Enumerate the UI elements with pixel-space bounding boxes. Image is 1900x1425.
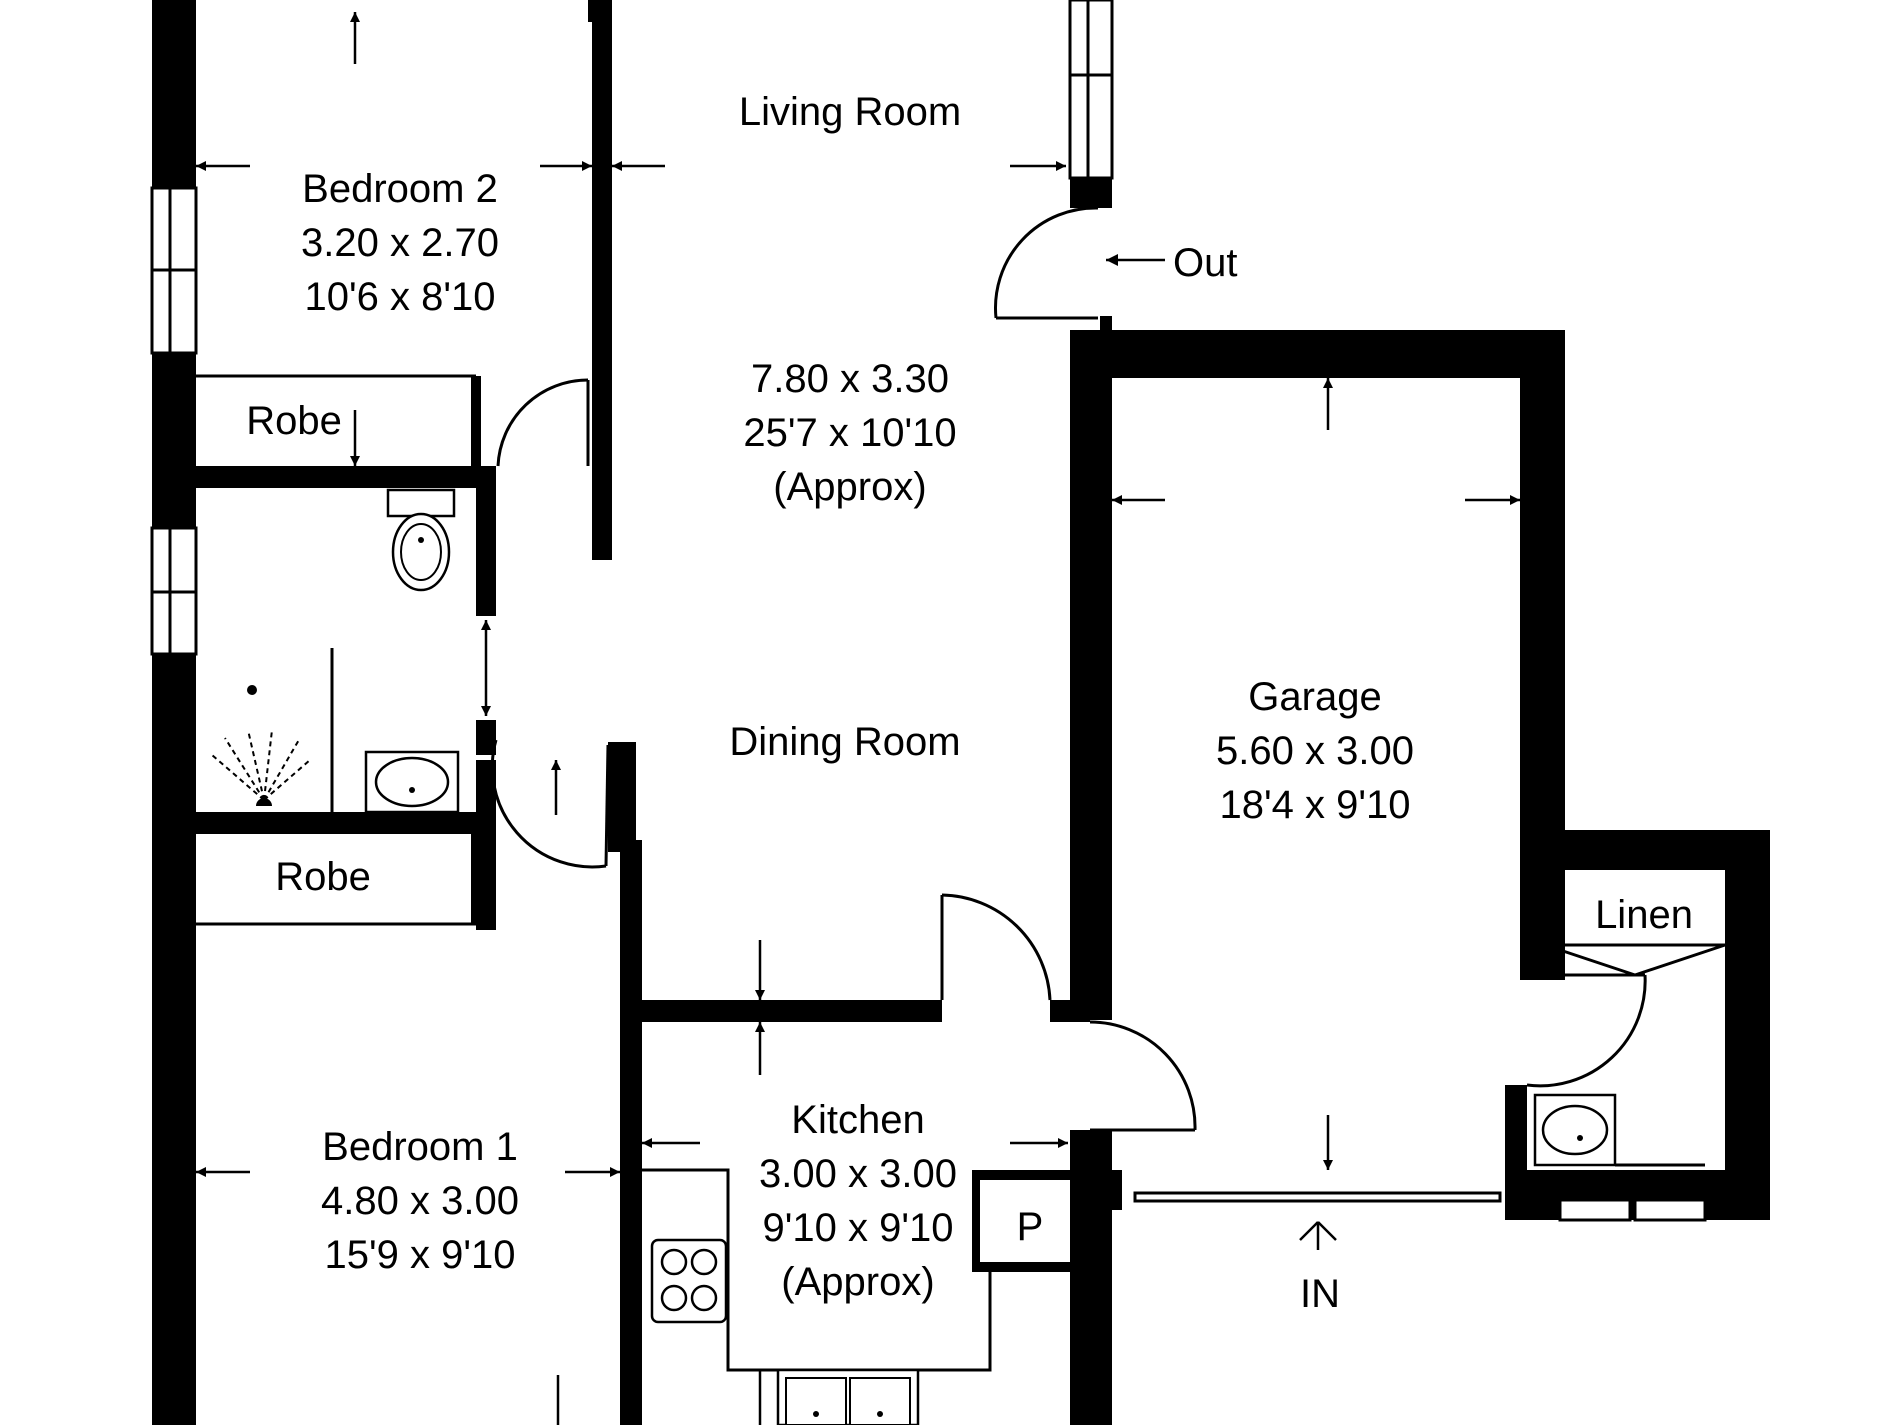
garage-imperial: 18'4 x 9'10 (1220, 783, 1411, 827)
in-label: IN (1300, 1272, 1340, 1316)
dimension-arrows (196, 12, 1520, 1425)
sink-icon (776, 1368, 920, 1425)
kitchen-approx: (Approx) (781, 1260, 934, 1304)
robes (196, 374, 481, 926)
living-imperial: 25'7 x 10'10 (743, 411, 956, 455)
entry-arrow-icon (1299, 1221, 1337, 1250)
laundry-basin-icon (1533, 1093, 1705, 1167)
toilet-icon (386, 488, 456, 592)
shower-icon (211, 648, 334, 812)
pantry-label: P (1017, 1205, 1044, 1249)
bedroom2-label: Bedroom 2 (302, 167, 498, 211)
bedroom1-metric: 4.80 x 3.00 (321, 1179, 519, 1223)
living-metric: 7.80 x 3.30 (751, 357, 949, 401)
garage-metric: 5.60 x 3.00 (1216, 729, 1414, 773)
roller-door (1133, 1191, 1502, 1203)
labels: Living Room 7.80 x 3.30 25'7 x 10'10 (Ap… (246, 90, 1693, 1316)
cooktop-icon (650, 1238, 728, 1324)
robe-lower-label: Robe (275, 855, 371, 899)
fixtures (211, 488, 1705, 1425)
robe-upper-label: Robe (246, 399, 342, 443)
kitchen-metric: 3.00 x 3.00 (759, 1152, 957, 1196)
living-approx: (Approx) (773, 465, 926, 509)
kitchen-label: Kitchen (791, 1098, 924, 1142)
bedroom2-metric: 3.20 x 2.70 (301, 221, 499, 265)
basin-icon (364, 750, 460, 814)
bedroom1-label: Bedroom 1 (322, 1125, 518, 1169)
garage-label: Garage (1248, 675, 1381, 719)
living-room-label: Living Room (739, 90, 961, 134)
bedroom2-imperial: 10'6 x 8'10 (305, 275, 496, 319)
out-label: Out (1173, 241, 1237, 285)
bedroom1-imperial: 15'9 x 9'10 (325, 1233, 516, 1277)
linen-label: Linen (1595, 893, 1693, 937)
doors (490, 206, 1726, 1132)
dining-room-label: Dining Room (729, 720, 960, 764)
windows (150, 0, 1707, 1222)
kitchen-imperial: 9'10 x 9'10 (763, 1206, 954, 1250)
walls (152, 0, 1770, 1425)
